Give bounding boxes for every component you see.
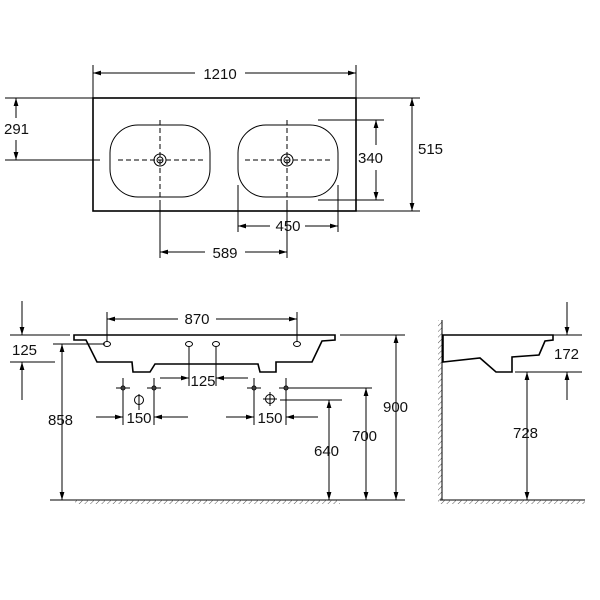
dim-width: 1210 [203, 66, 236, 83]
dim-depth: 515 [418, 141, 443, 158]
top-view: 1210 291 515 340 450 589 [4, 65, 443, 262]
dim-basin-height: 172 [554, 346, 579, 363]
dim-underside-height: 728 [513, 425, 538, 442]
right-bowl [237, 124, 339, 198]
front-view: 870 125 125 858 150 150 640 700 900 [10, 301, 408, 504]
dim-bowl-spacing: 589 [212, 245, 237, 262]
floor-hatch-side [442, 500, 585, 504]
dim-supply-spacing-left: 150 [126, 410, 151, 427]
dim-bowl-width: 450 [275, 218, 300, 235]
dim-rim-height: 900 [383, 399, 408, 416]
countertop-outline [92, 97, 357, 212]
dim-waste-height: 640 [314, 443, 339, 460]
side-view: 172 728 [438, 302, 585, 504]
dim-overflow-spacing: 125 [190, 373, 215, 390]
dim-supply-spacing-right: 150 [257, 410, 282, 427]
floor-hatch [75, 500, 340, 504]
front-basin-outline [73, 334, 336, 373]
dim-bowl-offset: 291 [4, 121, 29, 138]
dim-overflow-height: 858 [48, 412, 73, 429]
side-basin-outline [442, 334, 554, 373]
dim-bowl-depth: 340 [358, 150, 383, 167]
wall-hatch [438, 320, 442, 504]
dim-supply-height: 700 [352, 428, 377, 445]
dim-tap-spacing: 870 [184, 311, 209, 328]
dim-rim-to-overflow: 125 [12, 342, 37, 359]
